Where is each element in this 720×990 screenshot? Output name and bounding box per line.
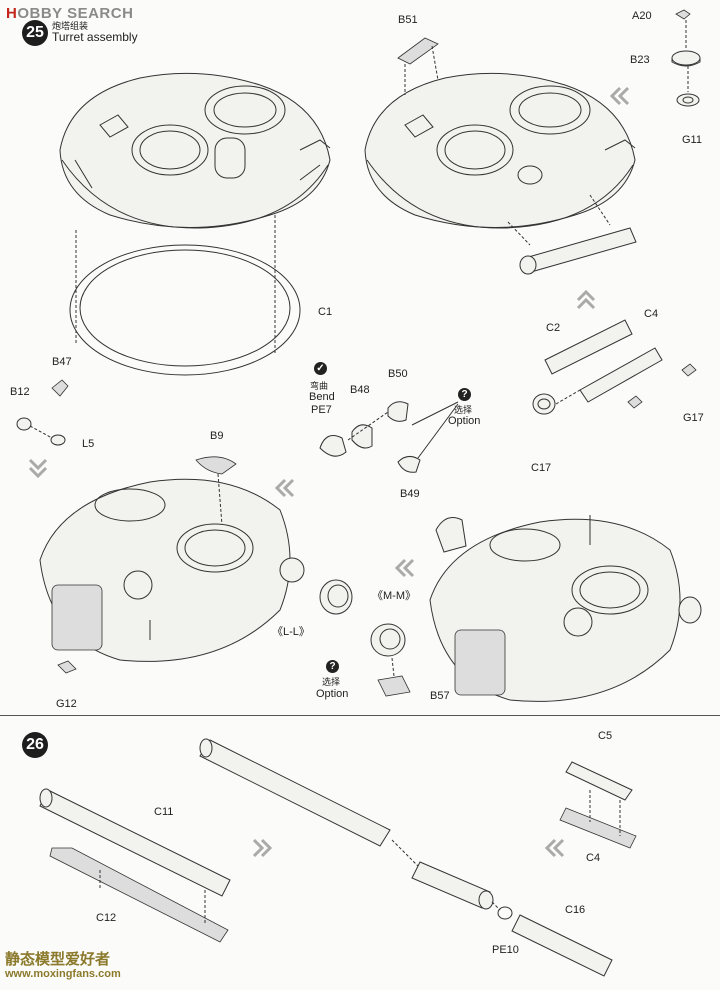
part-label-pe10: PE10 xyxy=(492,944,519,956)
turret-bottom-left-drawing xyxy=(39,456,305,674)
part-label-c17: C17 xyxy=(531,462,552,474)
bend-icon: ✓ xyxy=(314,362,327,375)
option-icon-top: ? xyxy=(458,388,471,401)
part-label-c1: C1 xyxy=(318,306,333,318)
step-25-title-cn: 炮塔组装 xyxy=(52,21,89,31)
part-label-a20: A20 xyxy=(632,10,652,22)
part-label-g12: G12 xyxy=(56,698,77,710)
option-label-cn-bottom: 选择 xyxy=(322,677,341,687)
step-25-title-en: Turret assembly xyxy=(52,30,138,44)
part-label-g11: G11 xyxy=(682,134,702,146)
step-26-badge: 26 xyxy=(22,732,48,758)
part-label-c11: C11 xyxy=(154,806,174,818)
option-label-en-top: Option xyxy=(448,415,481,427)
part-label-b12: B12 xyxy=(10,386,30,398)
option-icon-bottom: ? xyxy=(326,660,339,673)
bend-label-en: Bend xyxy=(309,391,335,403)
ring-c1-drawing xyxy=(69,215,301,376)
part-label-b23: B23 xyxy=(630,54,650,66)
part-label-b57: B57 xyxy=(430,690,450,702)
watermark-site-url: www.moxingfans.com xyxy=(5,968,121,980)
option-label-cn-top: 选择 xyxy=(454,405,473,415)
callout-l-l: 《L-L》 xyxy=(272,626,310,638)
step-25-badge: 25 xyxy=(22,20,48,46)
turret-top-right-drawing xyxy=(364,37,637,275)
part-label-l5: L5 xyxy=(82,438,95,450)
part-label-b51: B51 xyxy=(398,14,418,26)
part-label-c5: C5 xyxy=(598,730,613,742)
option-label-en-bottom: Option xyxy=(316,688,349,700)
step-divider xyxy=(0,715,720,716)
part-label-c12: C12 xyxy=(96,912,117,924)
left-small-parts-drawing xyxy=(16,379,69,446)
callout-m-m: 《M-M》 xyxy=(372,590,416,602)
part-label-b49: B49 xyxy=(400,488,420,500)
part-label-b48: B48 xyxy=(350,384,370,396)
middle-small-parts-drawing xyxy=(319,401,459,473)
part-label-c16: C16 xyxy=(565,904,586,916)
option-detail-drawing xyxy=(319,579,411,697)
part-label-c2: C2 xyxy=(546,322,561,334)
part-label-b9: B9 xyxy=(210,430,224,442)
part-label-c4-step26: C4 xyxy=(586,852,601,864)
turret-top-left-drawing xyxy=(59,72,331,229)
bend-label-cn: 弯曲 xyxy=(310,381,329,391)
hatch-parts-drawing xyxy=(671,9,701,107)
part-label-pe7: PE7 xyxy=(311,404,332,416)
turret-bottom-right-drawing xyxy=(429,515,702,702)
watermark-site-name: 静态模型爱好者 xyxy=(5,951,111,968)
part-label-b47: B47 xyxy=(52,356,72,368)
flow-arrows-25 xyxy=(28,86,630,578)
mantlet-bar-drawing xyxy=(532,319,697,415)
watermark-logo: HOBBY SEARCH xyxy=(6,5,134,22)
part-label-g17: G17 xyxy=(683,412,704,424)
part-label-b50: B50 xyxy=(388,368,408,380)
step-26-drawing xyxy=(39,738,637,977)
part-label-c4: C4 xyxy=(644,308,659,320)
